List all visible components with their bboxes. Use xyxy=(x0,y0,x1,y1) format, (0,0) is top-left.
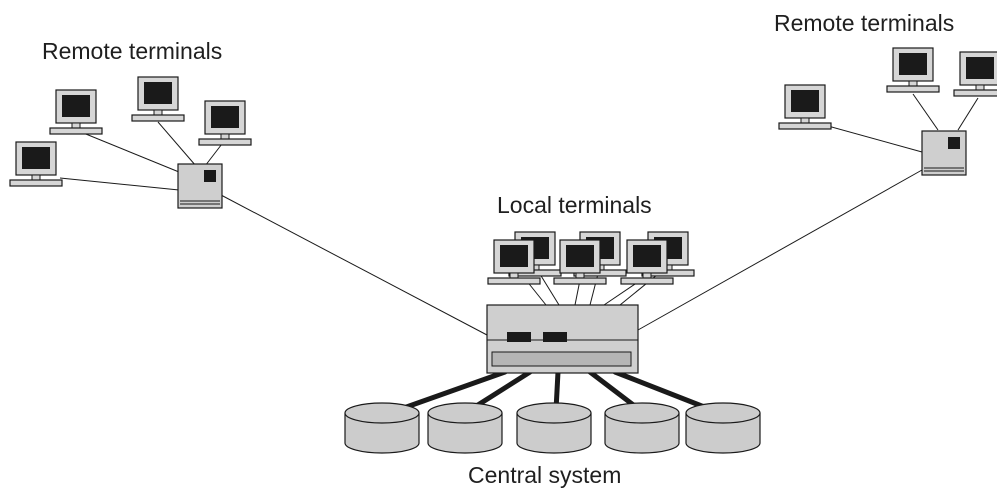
terminal-icon xyxy=(620,239,674,285)
remote-terminals-right xyxy=(778,47,997,176)
local-terminals-label: Local terminals xyxy=(497,192,652,218)
terminal-icon xyxy=(49,89,103,135)
central-system-label: Central system xyxy=(468,462,622,488)
terminal-icon xyxy=(886,47,940,93)
remote-terminals-left xyxy=(9,76,252,209)
disk-icon xyxy=(516,402,592,454)
disk-icon xyxy=(344,402,420,454)
terminal-icon xyxy=(198,100,252,146)
disk-icon xyxy=(427,402,503,454)
remote-terminals-left-label: Remote terminals xyxy=(42,38,223,64)
terminal-icon xyxy=(9,141,63,187)
disk-storage xyxy=(344,402,761,454)
mainframe-icon xyxy=(486,304,639,374)
terminal-icon xyxy=(778,84,832,130)
terminal-icon xyxy=(131,76,185,122)
remote-terminals-right-label: Remote terminals xyxy=(774,10,955,36)
disk-icon xyxy=(685,402,761,454)
concentrator-icon xyxy=(921,130,967,176)
terminal-icon xyxy=(553,239,607,285)
terminal-icon xyxy=(953,51,997,97)
terminal-icon xyxy=(487,239,541,285)
local-terminals xyxy=(487,231,695,285)
disk-icon xyxy=(604,402,680,454)
concentrator-icon xyxy=(177,163,223,209)
